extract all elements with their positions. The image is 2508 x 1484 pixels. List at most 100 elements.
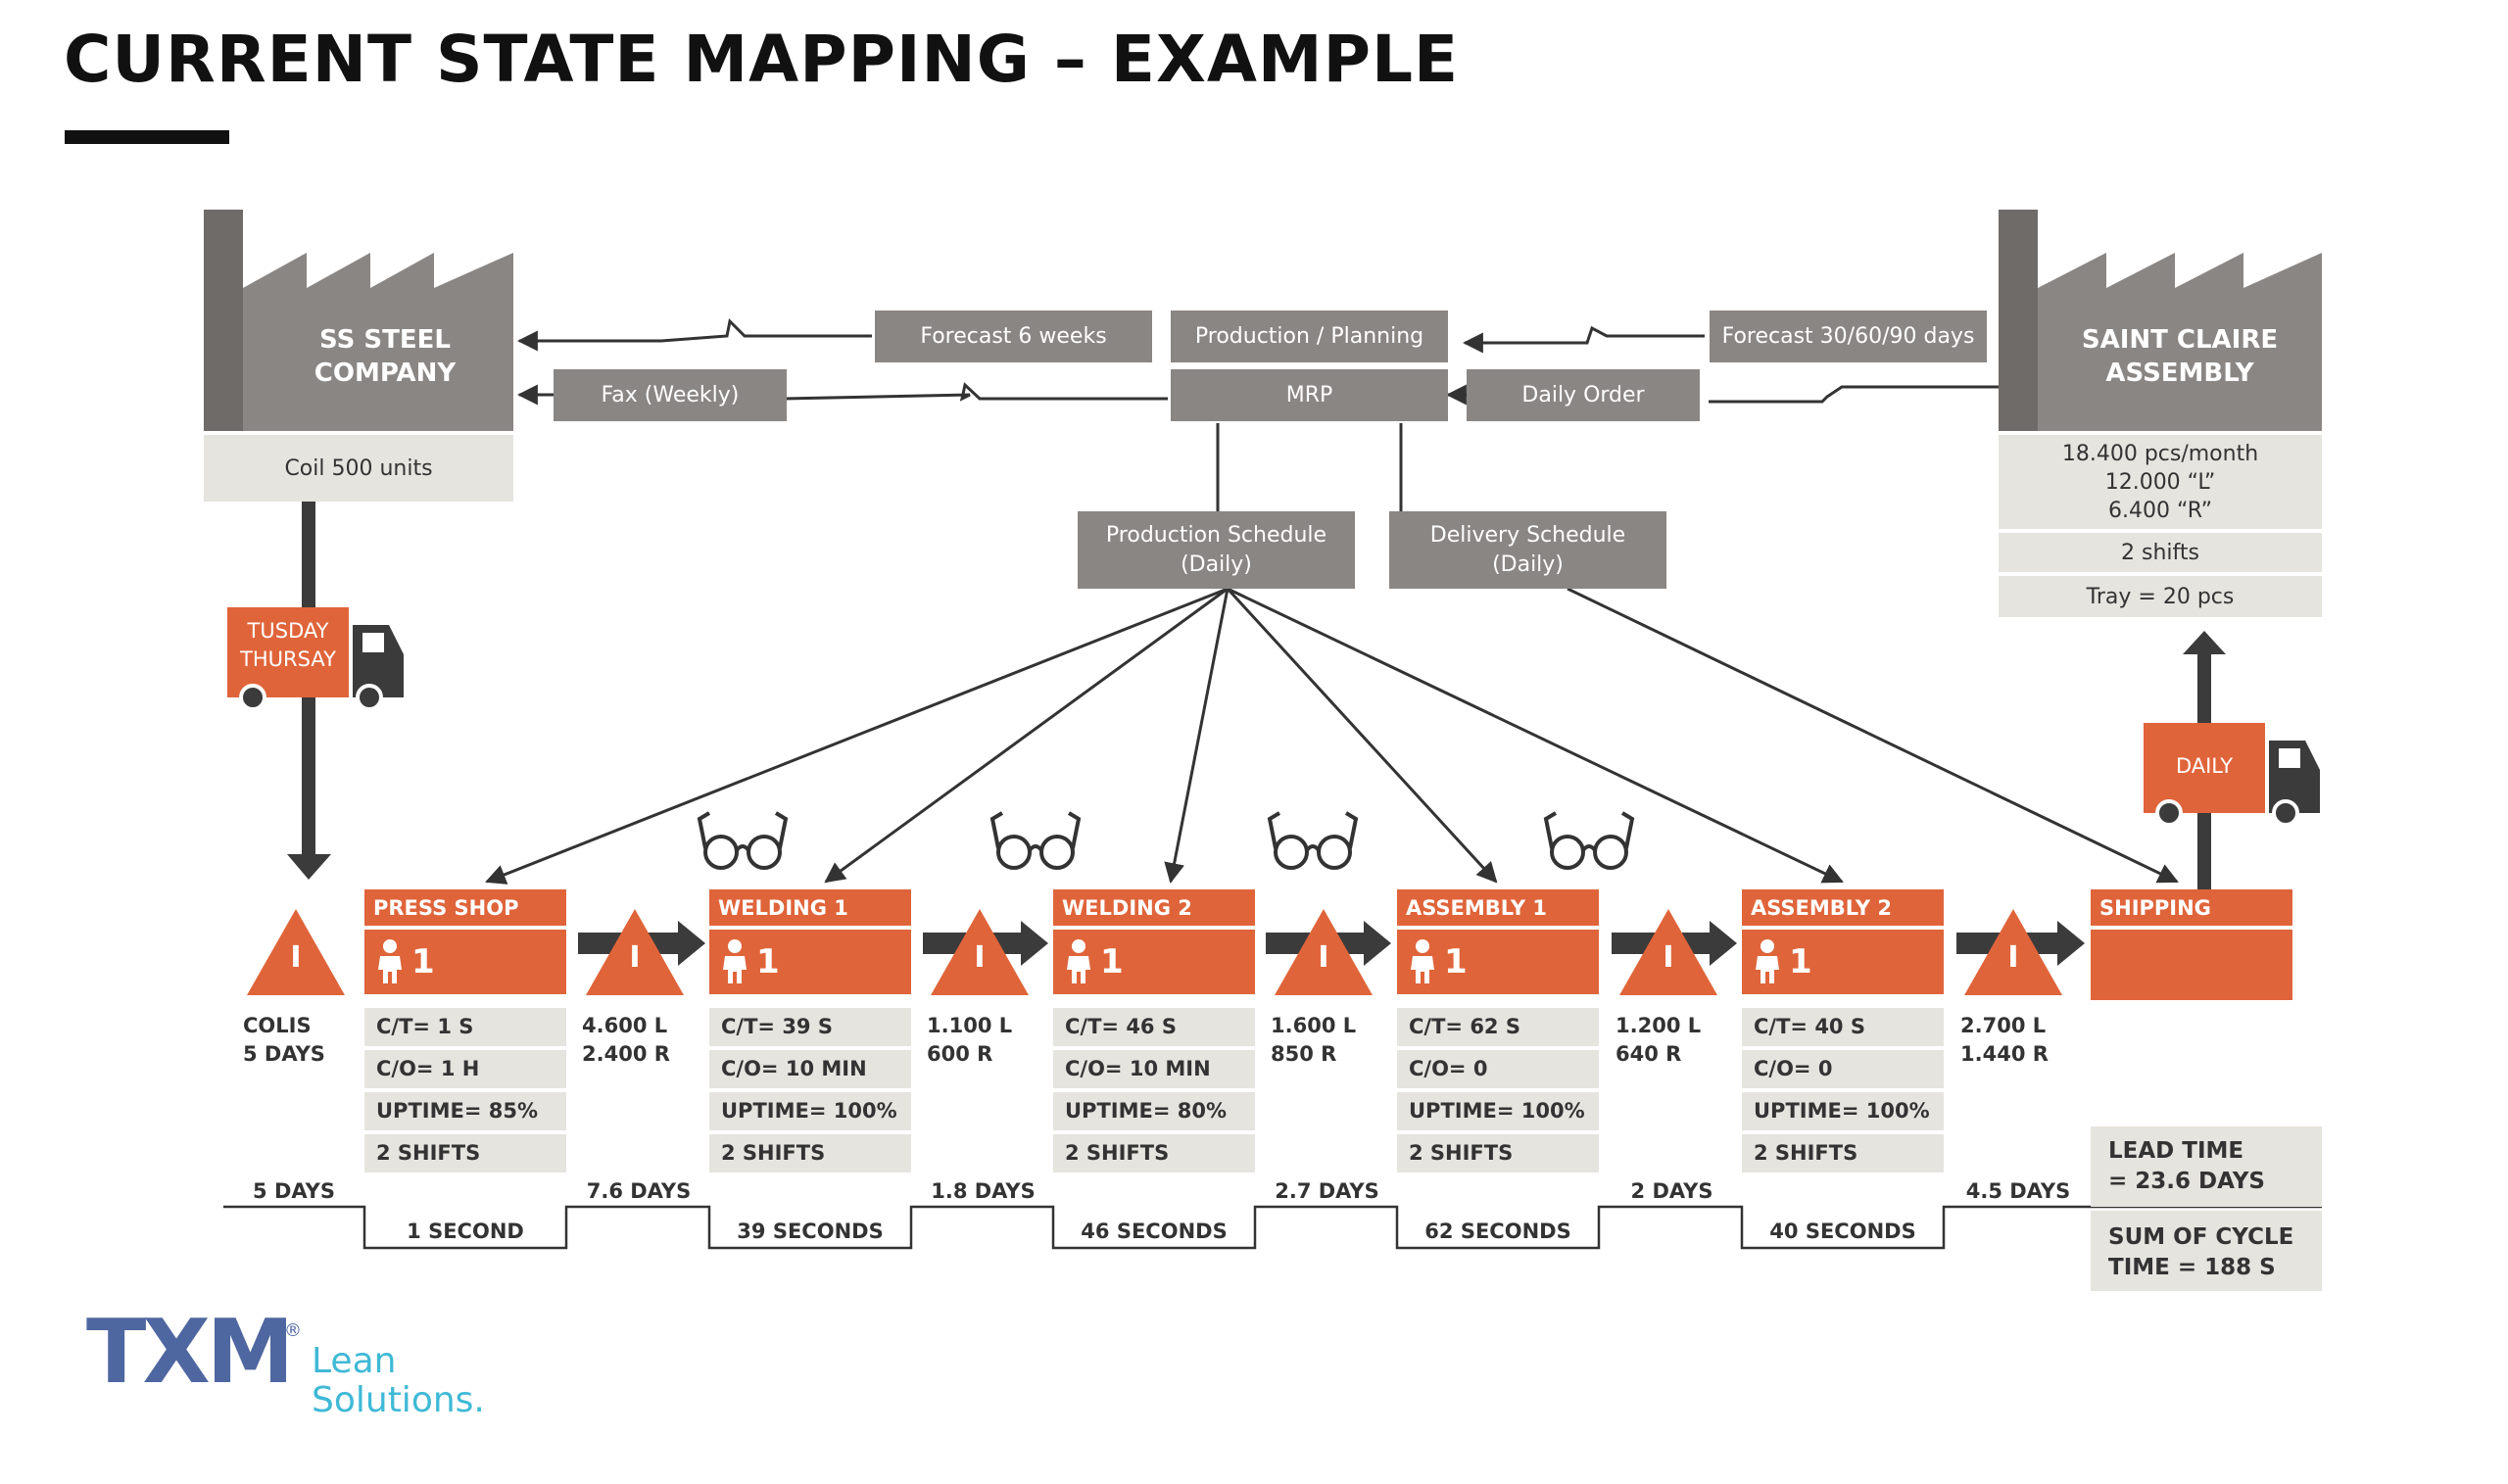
outbound-truck-label: DAILY [2175,754,2234,778]
logo-txm: TXM [86,1301,294,1404]
process-operator-row: 1 [1742,930,1944,994]
process-header: PRESS SHOP [364,889,566,928]
logo-tagline: Lean Solutions. [312,1341,485,1420]
timeline-wait-label: 2.7 DAYS [1275,1179,1379,1203]
supplier-name: SS STEEL COMPANY [314,325,457,388]
page-title: CURRENT STATE MAPPING – EXAMPLE [64,22,1460,97]
production-planning-box: Production / Planning [1171,311,1448,362]
inventory-quantity: 2.700 L 1.440 R [1960,1014,2049,1066]
inventory-mark: I [1318,940,1329,975]
operator-icon [723,939,747,983]
process-operator-row: 1 [1053,930,1255,994]
inventory-triangle-icon [1275,909,1373,995]
go-see-glasses-icon [697,811,789,870]
inventory-quantity: 1.200 L 640 R [1616,1014,1702,1066]
operator-count: 1 [756,942,780,981]
operator-icon [1067,939,1090,983]
inventory-triangle-icon [586,909,684,995]
process-data-row: C/O= 1 H [364,1050,566,1088]
process-data-row: C/T= 40 S [1742,1008,1944,1046]
inventory-triangle-icon [1619,909,1717,995]
process-data-row: 2 SHIFTS [364,1134,566,1173]
title-underline [65,130,229,144]
flow-customer-forecast [1462,325,1705,354]
process-data-row: 2 SHIFTS [1397,1134,1599,1173]
process-data-row: UPTIME= 100% [1742,1092,1944,1130]
process-operator-row: 1 [1397,930,1599,994]
process-data-row: C/O= 10 MIN [709,1050,911,1088]
process-data-row: C/T= 1 S [364,1008,566,1046]
process-data-row: UPTIME= 100% [709,1092,911,1130]
outbound-truck-icon [2144,723,2320,827]
process-header: ASSEMBLY 1 [1397,889,1599,928]
operator-count: 1 [1100,942,1124,981]
inventory-triangle-icon [247,909,345,995]
process-data-row: C/T= 39 S [709,1008,911,1046]
flow-forecast-to-supplier [516,317,872,352]
mrp-box: MRP [1171,369,1448,421]
process-operator-row: 1 [364,930,566,994]
process-data-row: C/T= 46 S [1053,1008,1255,1046]
process-data-row: UPTIME= 80% [1053,1092,1255,1130]
customer-tray: Tray = 20 pcs [1999,576,2322,617]
inbound-truck-icon [227,607,404,711]
operator-icon [1411,939,1434,983]
inventory-quantity: 1.100 L 600 R [927,1014,1013,1066]
flow-fax-to-supplier [783,382,1168,402]
timeline-process-label: 62 SECONDS [1424,1220,1571,1243]
timeline-process-label: 46 SECONDS [1081,1220,1228,1243]
logo-registered: ® [284,1320,302,1341]
process-data-row: C/T= 62 S [1397,1008,1599,1046]
inventory-quantity: 4.600 L 2.400 R [582,1014,670,1066]
customer-name: SAINT CLAIRE ASSEMBLY [2081,325,2279,388]
go-see-glasses-icon [1267,811,1359,870]
supplier-info: Coil 500 units [204,435,513,502]
process-data-row: C/O= 10 MIN [1053,1050,1255,1088]
timeline-wait-label: 1.8 DAYS [931,1179,1036,1203]
inventory-mark: I [974,940,986,975]
operator-count: 1 [1444,942,1468,981]
customer-factory-icon [1999,210,2322,431]
timeline-wait-label: 7.6 DAYS [586,1179,692,1203]
flow-customer-order [1709,385,1999,404]
process-data-row: 2 SHIFTS [1053,1134,1255,1173]
process-data-row: 2 SHIFTS [1742,1134,1944,1173]
process-data-row: 2 SHIFTS [709,1134,911,1173]
inventory-mark: I [2007,940,2019,975]
forecast-customer-box: Forecast 30/60/90 days [1710,311,1987,362]
process-header: ASSEMBLY 2 [1742,889,1944,928]
inventory-quantity: 1.600 L 850 R [1271,1014,1357,1066]
timeline-process-label: 39 SECONDS [737,1220,884,1243]
timeline-process-label: 40 SECONDS [1769,1220,1916,1243]
customer-shifts: 2 shifts [1999,533,2322,572]
process-header: WELDING 2 [1053,889,1255,928]
process-data-row: C/O= 0 [1742,1050,1944,1088]
supplier-factory-icon [204,210,513,431]
operator-count: 1 [411,942,435,981]
operator-icon [1756,939,1779,983]
inventory-triangle-icon [931,909,1029,995]
inventory-triangle-icon [1964,909,2062,995]
operator-count: 1 [1789,942,1812,981]
fax-box: Fax (Weekly) [554,369,787,421]
go-see-glasses-icon [1543,811,1635,870]
forecast-supplier-box: Forecast 6 weeks [875,311,1152,362]
delivery-schedule-box: Delivery Schedule (Daily) [1389,511,1666,589]
timeline-wait-label: 4.5 DAYS [1965,1179,2071,1203]
inventory-quantity: COLIS 5 DAYS [243,1014,325,1066]
go-see-glasses-icon [989,811,1082,870]
operator-icon [378,939,402,983]
timeline-process-label: 1 SECOND [407,1220,524,1243]
process-data-row: C/O= 0 [1397,1050,1599,1088]
process-data-row: UPTIME= 85% [364,1092,566,1130]
process-operator-row: 1 [709,930,911,994]
shipping-header: SHIPPING [2091,889,2292,928]
daily-order-box: Daily Order [1467,369,1700,421]
lead-time-box: LEAD TIME = 23.6 DAYS [2091,1126,2322,1207]
cycle-time-box: SUM OF CYCLE TIME = 188 S [2091,1211,2322,1291]
inventory-mark: I [629,940,641,975]
process-data-row: UPTIME= 100% [1397,1092,1599,1130]
process-header: WELDING 1 [709,889,911,928]
inbound-truck-label: TUSDAY THURSAY [240,619,336,671]
inventory-mark: I [290,940,302,975]
